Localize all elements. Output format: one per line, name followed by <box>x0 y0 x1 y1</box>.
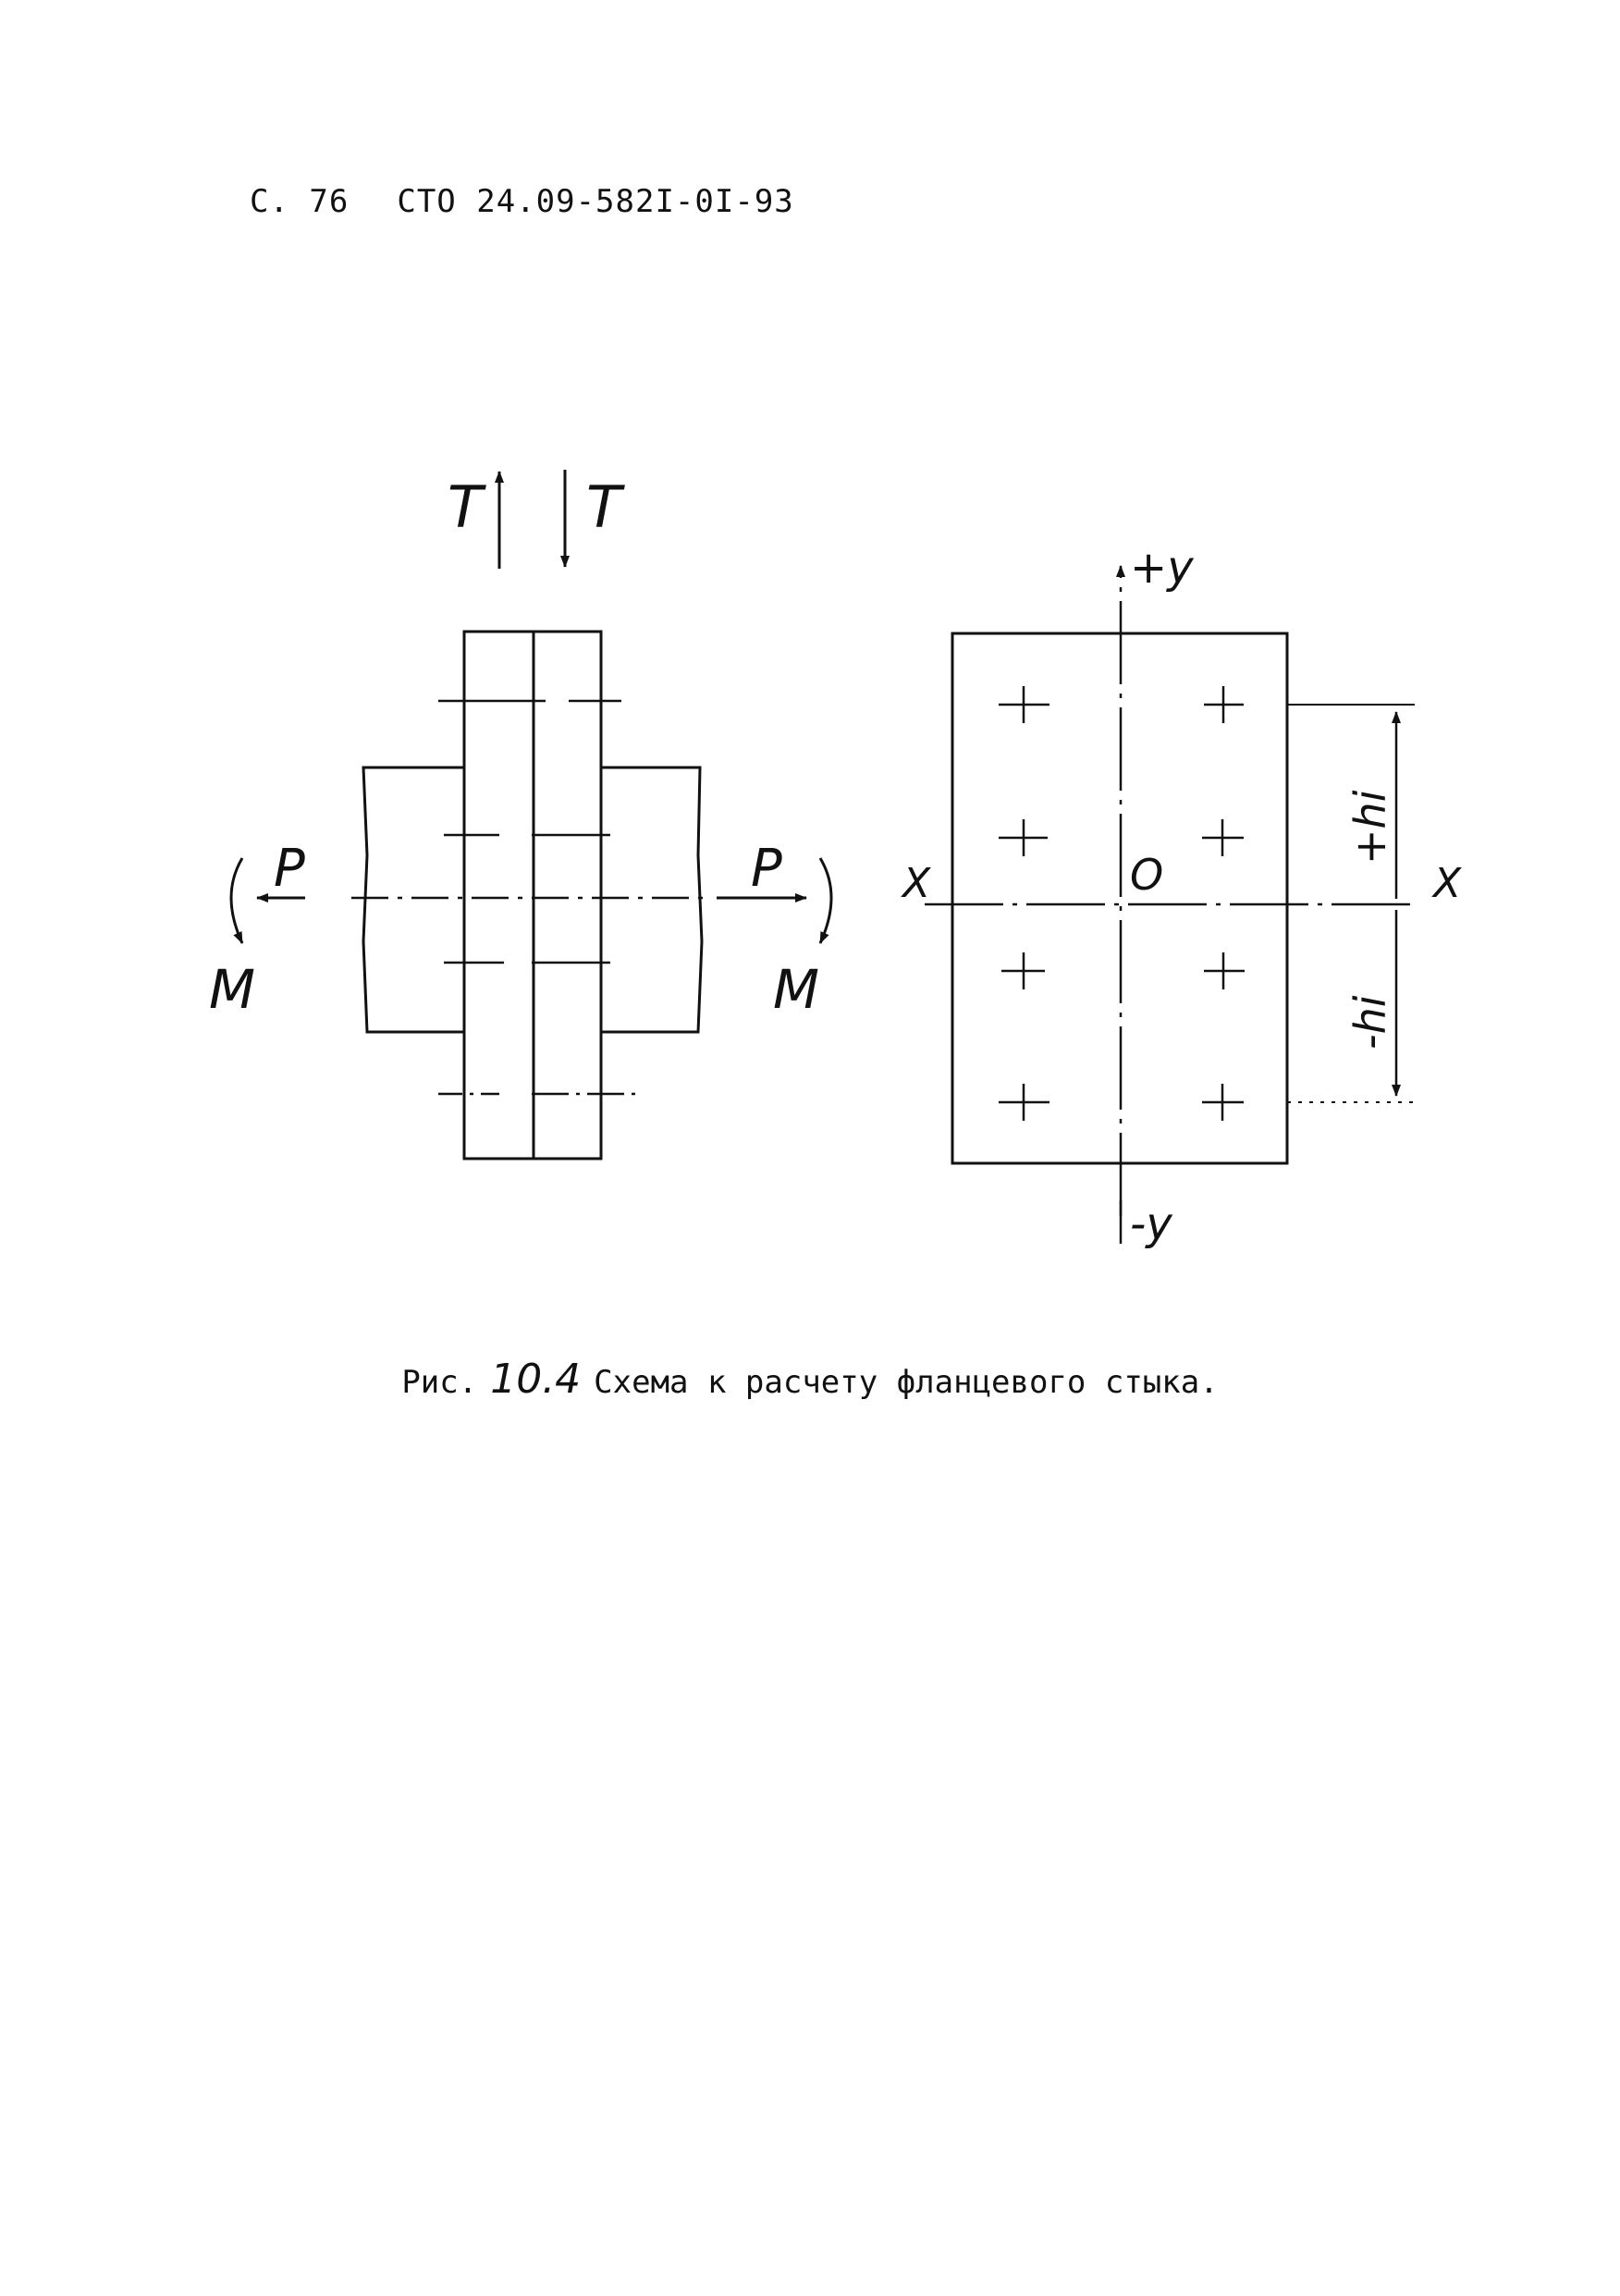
moment-m-right-arc <box>818 857 833 944</box>
label-t-left: T <box>448 473 486 541</box>
right-labels: +y -y X X O +hi -hi <box>901 542 1462 1250</box>
label-minus-y: -y <box>1130 1198 1172 1250</box>
label-p-left: P <box>274 839 305 899</box>
figure-caption: Рис. 10.4 Схема к расчету фланцевого стыка… <box>0 1356 1620 1403</box>
moment-m-left-arc <box>229 857 244 944</box>
label-x-right: X <box>1431 860 1462 907</box>
left-labels: T T P P M M <box>209 473 819 1021</box>
right-flange-face-view <box>925 565 1419 1244</box>
label-p-right: P <box>751 839 782 899</box>
bolt-cross <box>1202 1084 1244 1121</box>
label-t-right: T <box>586 473 625 541</box>
page-header: С. 76 СТО 24.09-582I-0I-93 <box>250 183 842 220</box>
label-plus-h: +hi <box>1345 790 1395 865</box>
flange-plate-left <box>462 630 535 1160</box>
label-m-right: M <box>773 958 819 1021</box>
label-m-left: M <box>209 958 255 1021</box>
member-right <box>601 766 704 1034</box>
label-plus-y: +y <box>1130 542 1194 594</box>
label-minus-h: -hi <box>1345 995 1395 1050</box>
bolt-cross <box>999 819 1048 856</box>
member-left <box>362 766 464 1034</box>
flange-plate-right <box>532 630 603 1160</box>
bolt-cross <box>999 686 1049 723</box>
bolt-lines <box>438 699 636 1096</box>
left-side-view <box>229 470 833 1160</box>
caption-number: 10.4 <box>490 1356 582 1403</box>
label-x-left: X <box>901 860 931 907</box>
caption-text: Схема к расчету фланцевого стыка. <box>594 1364 1219 1401</box>
bolt-cross <box>1204 686 1244 723</box>
bolt-cross <box>999 1084 1049 1121</box>
bolt-cross <box>1204 952 1245 989</box>
label-origin: O <box>1130 850 1163 900</box>
bolt-crosses <box>999 686 1245 1121</box>
bolt-cross <box>1202 819 1244 856</box>
caption-prefix: Рис. <box>401 1364 478 1401</box>
bolt-cross <box>1001 952 1045 989</box>
page-number: С. 76 <box>250 183 350 220</box>
document-code: СТО 24.09-582I-0I-93 <box>397 183 794 220</box>
